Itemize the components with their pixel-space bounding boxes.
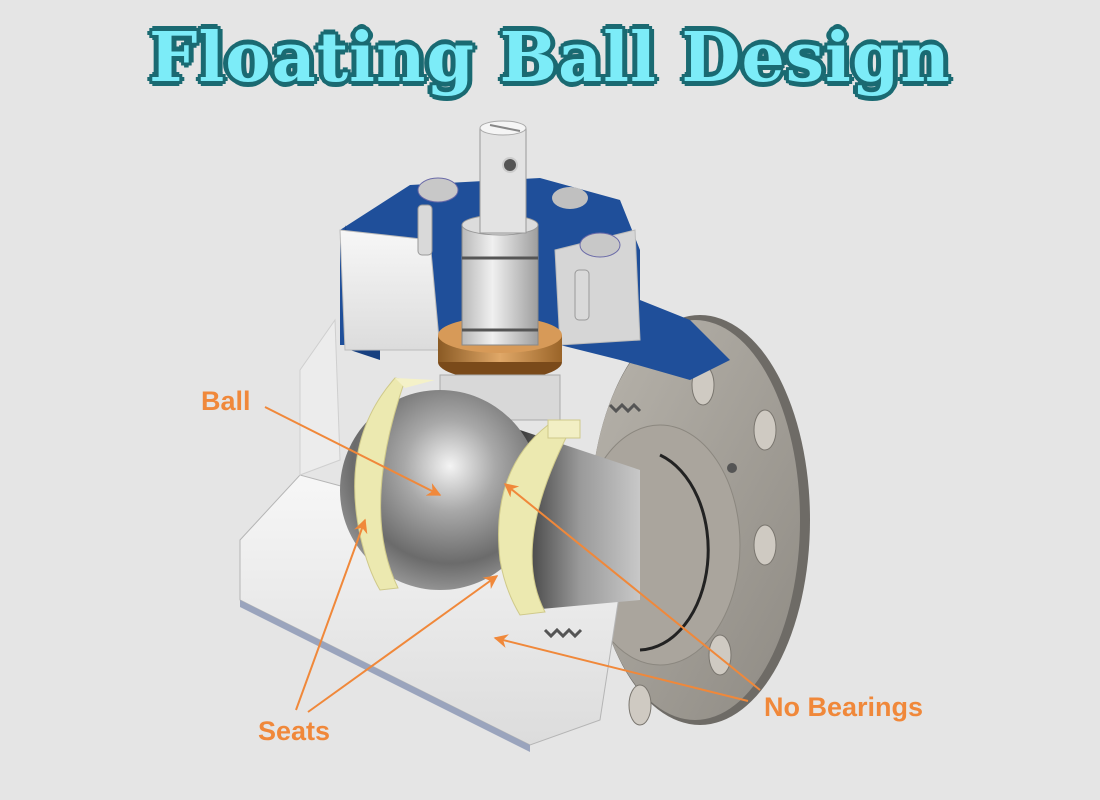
seats-label: Seats bbox=[258, 716, 331, 746]
bore bbox=[520, 430, 640, 610]
upstream-seat bbox=[354, 377, 435, 591]
downstream-seat bbox=[498, 419, 581, 616]
leader-lines bbox=[264, 406, 761, 713]
ball-label: Ball bbox=[201, 386, 251, 416]
no-bearings-label: No Bearings bbox=[764, 692, 924, 722]
diagram-title: Floating Ball Design bbox=[148, 17, 952, 100]
